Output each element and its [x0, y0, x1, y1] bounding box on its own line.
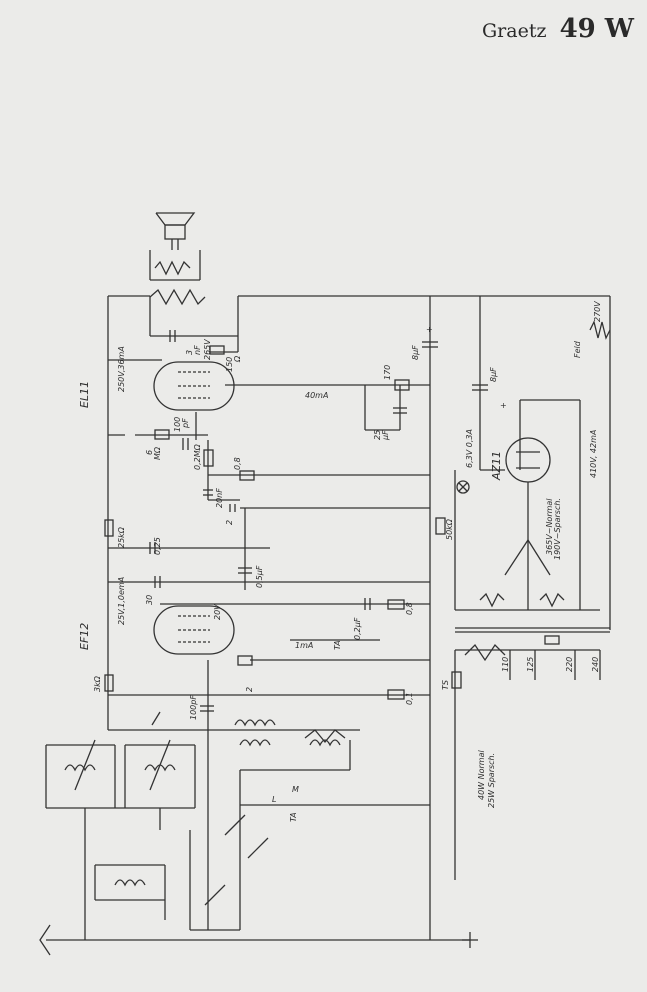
label-ts: TS — [441, 680, 450, 690]
label-r2m: 2 — [245, 687, 254, 692]
label-v410: 410V, 42mA — [589, 430, 598, 478]
voltage-selector-switch — [504, 539, 551, 576]
label-r3k: 3kΩ — [93, 675, 102, 692]
label-t110: 110 — [501, 657, 510, 672]
label-r25k: 25kΩ — [117, 526, 126, 548]
label-feld: Feld — [573, 340, 582, 358]
tube-el11-icon — [153, 361, 235, 411]
label-sw-m: M — [292, 785, 299, 794]
coils — [64, 711, 341, 906]
label-t125: 125 — [526, 657, 535, 672]
resistors — [104, 260, 611, 744]
tube-label-az11: AZ11 — [490, 451, 503, 481]
label-v20: 20V — [213, 604, 222, 620]
label-c25: 25 — [373, 430, 382, 440]
tube-label-ef12: EF12 — [78, 623, 91, 650]
label-r02: 0,2MΩ — [193, 443, 202, 470]
label-c025: 0,25 — [153, 537, 162, 555]
antenna-icon — [39, 924, 51, 956]
label-c30: 30 — [145, 595, 154, 605]
label-ma1: 1mA — [295, 641, 313, 650]
capacitors — [149, 330, 488, 712]
label-r170: 170 — [383, 365, 392, 380]
label-uf: µF — [381, 430, 390, 441]
label-c3nf: 3 — [185, 350, 194, 355]
speaker-icon — [155, 212, 196, 250]
label-c8a: 8µF — [411, 345, 420, 360]
label-v250: 250V,36mA — [117, 346, 126, 392]
label-c02: 0,2µF — [353, 617, 362, 640]
label-c100: 100 — [173, 417, 182, 432]
label-mohm: MΩ — [153, 446, 162, 460]
label-p25: 25W Sparsch. — [487, 753, 496, 808]
label-c2: 2 — [225, 520, 234, 525]
label-r01: 0,1 — [405, 692, 414, 705]
tube-ef12-icon — [153, 605, 235, 655]
label-plus: + — [426, 325, 433, 334]
label-r50k: 50kΩ — [445, 518, 454, 540]
label-t220: 220 — [565, 657, 574, 672]
label-r6: 6 — [145, 450, 154, 455]
label-ma40: 40mA — [305, 391, 328, 400]
label-c8b: 8µF — [489, 367, 498, 382]
label-pf: pF — [181, 418, 190, 429]
label-r08: 0,8 — [233, 457, 242, 470]
label-v25: 25V,1,0emA — [117, 577, 126, 625]
label-v270: 270V — [593, 301, 602, 322]
label-c100b: 100pF — [189, 695, 198, 720]
model-name: 49 W — [559, 14, 635, 44]
label-r150: 150 — [225, 357, 234, 372]
tube-label-el11: EL11 — [78, 381, 91, 408]
component-labels: EL11 EF12 AZ11 250V,36mA 3 nF 265V 150 Ω… — [78, 301, 602, 822]
label-ta2: TA — [289, 812, 298, 822]
wiring — [45, 250, 611, 948]
label-plus-2: + — [500, 401, 507, 410]
label-r08b: 0,8 — [405, 602, 414, 615]
page-title: Graetz 49 W — [482, 14, 634, 44]
tube-az11-icon — [505, 437, 551, 510]
label-sw-l: L — [272, 795, 276, 804]
brand-name: Graetz — [482, 20, 547, 42]
label-v365: 365V~Normal — [545, 498, 554, 555]
label-nf: nF — [193, 345, 202, 355]
label-t240: 240 — [591, 657, 600, 672]
label-c05: 0,5µF — [255, 565, 264, 588]
label-c20: 20nF — [215, 488, 224, 508]
label-ohm: Ω — [233, 355, 242, 363]
label-p40: 40W Normal — [477, 750, 486, 800]
label-v190: 190V~Sparsch. — [553, 498, 562, 560]
label-ta1: TA — [333, 640, 342, 650]
label-v265: 265V — [203, 339, 212, 360]
label-v63: 6,3V 0,3A — [465, 429, 474, 468]
pilot-lamp-icon — [456, 480, 470, 494]
